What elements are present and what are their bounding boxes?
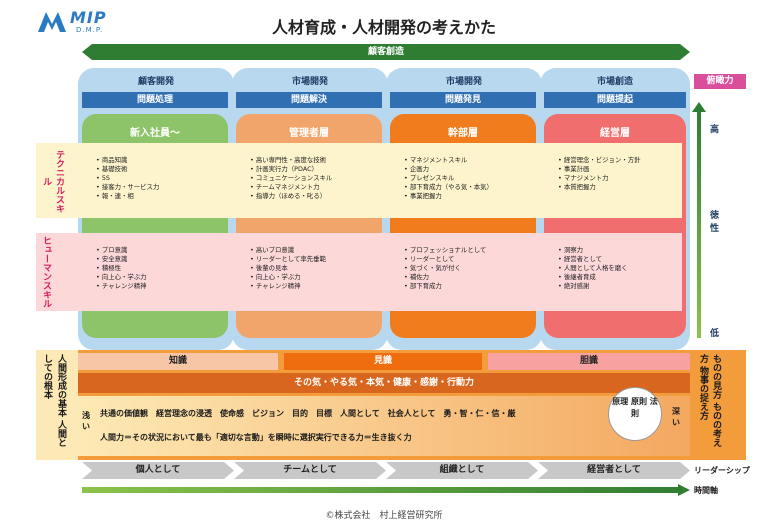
logo-text: MIP	[70, 8, 107, 27]
skill-item: 接客力・サービス力	[96, 183, 160, 192]
human-skills-list-4: 洞察力 経営者として 人間として人格を磨く 後継者育成 絶対感謝	[558, 246, 628, 291]
company-logo	[38, 12, 66, 32]
skill-item: 人間として人格を磨く	[558, 264, 628, 273]
customer-creation-arrow: 顧客創造	[82, 44, 690, 60]
skill-item: リーダーとして率先垂範	[250, 255, 326, 264]
skill-item: リーダーとして	[404, 255, 486, 264]
leadership-label: リーダーシップ	[694, 466, 750, 475]
skill-item: 洞察力	[558, 246, 628, 255]
skill-item: チャレンジ精神	[96, 282, 147, 291]
copyright: ©株式会社 村上経営研究所	[325, 511, 443, 521]
column-head-1: 顧客開発	[137, 77, 174, 87]
technical-skills-list-4: 経営理念・ビジョン・方針 事業計画 マナジメント力 本質把握力	[558, 156, 641, 192]
level-title-2: 管理者層	[289, 128, 329, 139]
problem-label-2: 問題解決	[236, 92, 382, 108]
skill-item: 部下育成力（やる気・本気）	[404, 183, 493, 192]
human-skills-list-3: プロフェッショナルとして リーダーとして 気づく・気が付く 補佐力 部下育成力	[404, 246, 487, 291]
column-head-3: 市場開発	[445, 77, 482, 87]
technical-skills-list-2: 高い専門性・高度な技術 計画実行力（PDAC） コミュニケーションスキル チーム…	[250, 156, 332, 201]
skill-item: 経営理念・ビジョン・方針	[558, 156, 641, 165]
motivation-banner: その気・やる気・本気・健康・感謝・行動力	[78, 373, 690, 393]
values-panel	[78, 396, 690, 456]
human-skills-list-1: プロ意識 安全意識 積極性 向上心・学ぶ力 チャレンジ精神	[96, 246, 147, 291]
virtue-label: 徳性	[710, 211, 720, 234]
skill-item: プロ意識	[96, 246, 147, 255]
skill-item: 安全意識	[96, 255, 147, 264]
skill-item: 向上心・学ぶ力	[250, 273, 326, 282]
stage-organization: 組織として	[386, 462, 538, 479]
skill-item: 報・連・相	[96, 192, 159, 201]
technical-skills-list-3: マネジメントスキル 企画力 プレゼンスキル 部下育成力（やる気・本気） 事業把握…	[404, 156, 493, 201]
human-skill-label: ヒューマンスキル	[41, 236, 51, 308]
shallow-label: 浅い	[82, 411, 90, 431]
human-power-definition: 人間力＝その状況において最も「適切な言動」を瞬時に選択実行できる力＝生き抜く力	[100, 433, 412, 442]
skill-item: 絶対感謝	[558, 282, 628, 291]
skill-item: チャレンジ精神	[250, 282, 326, 291]
virtue-scale-arrow	[697, 108, 701, 338]
level-title-3: 幹部層	[448, 128, 478, 139]
page-title: 人材育成・人材開発の考えかた	[271, 18, 496, 37]
problem-label-1: 問題処理	[82, 92, 228, 108]
skill-item: プレゼンスキル	[404, 174, 493, 183]
skill-item: 気づく・気が付く	[404, 264, 486, 273]
insight-pill: 見識	[284, 353, 482, 370]
deep-label: 深い	[672, 407, 680, 427]
skill-item: 5S	[96, 174, 159, 183]
foundation-left-label: 人間形成の基本 人間としての根本	[42, 354, 66, 448]
skill-item: 計画実行力（PDAC）	[250, 165, 332, 174]
skill-item: 向上心・学ぶ力	[96, 273, 147, 282]
up-arrow-icon	[692, 102, 706, 112]
skill-item: 補佐力	[404, 273, 486, 282]
skill-item: 指導力（ほめる・叱る）	[250, 192, 332, 201]
courage-pill: 胆識	[488, 353, 690, 370]
time-axis-arrow	[82, 484, 690, 496]
problem-label-4: 問題提起	[544, 92, 686, 108]
skill-item: 企画力	[404, 165, 493, 174]
scale-high-label: 高	[710, 125, 720, 135]
stage-team: チームとして	[234, 462, 386, 479]
skill-item: 本質把握力	[558, 183, 641, 192]
column-head-4: 市場創造	[596, 77, 633, 87]
technical-skills-list-1: 商品知識 基礎技術 5S 接客力・サービス力 報・連・相	[96, 156, 160, 201]
human-skills-list-2: 高いプロ意識 リーダーとして率先垂範 後輩の見本 向上心・学ぶ力 チャレンジ精神	[250, 246, 326, 291]
overview-power-box: 俯瞰力	[694, 74, 746, 89]
scale-low-label: 低	[710, 329, 720, 339]
level-title-4: 経営層	[600, 128, 630, 139]
stage-executive: 経営者として	[538, 462, 690, 479]
time-axis-label: 時間軸	[694, 486, 718, 495]
skill-item: 高い専門性・高度な技術	[250, 156, 332, 165]
skill-item: プロフェッショナルとして	[404, 246, 487, 255]
knowledge-pill: 知識	[78, 353, 278, 370]
skill-item: チームマネジメント力	[250, 183, 332, 192]
foundation-right-label-box	[690, 350, 746, 460]
skill-item: 事業計画	[558, 165, 641, 174]
skill-item: 経営者として	[558, 255, 628, 264]
stage-individual: 個人として	[82, 462, 234, 479]
skill-item: マナジメント力	[558, 174, 641, 183]
skill-item: マネジメントスキル	[404, 156, 493, 165]
principle-circle: 原理 原則 法則	[608, 387, 662, 441]
skill-item: 後輩の見本	[250, 264, 326, 273]
skill-item: 高いプロ意識	[250, 246, 326, 255]
skill-item: 商品知識	[96, 156, 159, 165]
skill-item: 後継者育成	[558, 273, 628, 282]
technical-skill-label: テクニカルスキル	[41, 149, 64, 213]
foundation-left-label-box	[36, 350, 78, 460]
logo-subtext: D.M.P.	[76, 26, 104, 34]
foundation-right-label: ものの見方 ものの考え方 物事の捉え方	[698, 354, 721, 448]
skill-item: 部下育成力	[404, 282, 486, 291]
problem-label-3: 問題発見	[390, 92, 536, 108]
skill-item: 事業把握力	[404, 192, 493, 201]
skill-item: 積極性	[96, 264, 147, 273]
skill-item: 基礎技術	[96, 165, 159, 174]
values-line: 共通の価値観 経営理念の浸透 使命感 ビジョン 目的 目標 人間として 社会人と…	[100, 409, 516, 418]
skill-item: コミュニケーションスキル	[250, 174, 332, 183]
column-head-2: 市場開発	[291, 77, 328, 87]
level-title-1: 新入社員～	[130, 128, 180, 139]
